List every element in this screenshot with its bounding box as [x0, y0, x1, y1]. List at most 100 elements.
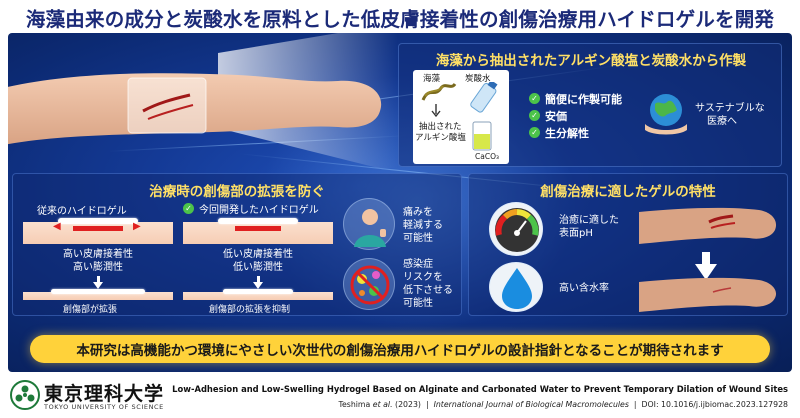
page-title: 海藻由来の成分と炭酸水を原料とした低皮膚接着性の創傷治療用ハイドロゲルを開発 — [0, 0, 800, 34]
earth-in-hands-icon — [645, 94, 687, 135]
citation-separator: | — [425, 400, 429, 409]
gel-layer — [223, 289, 293, 294]
university-name-en: TOKYO UNIVERSITY OF SCIENCE — [44, 403, 164, 411]
developed-label-row: ✓ 今回開発したハイドロゲル — [183, 201, 319, 216]
arm-illustration — [8, 33, 398, 168]
sustainable-line: 医療へ — [707, 116, 737, 127]
expand-arrow-left: ◀ — [53, 221, 61, 232]
ph-gauge-icon — [489, 202, 543, 256]
benefit-line: 可能性 — [403, 233, 433, 244]
water-content-text: 高い含水率 — [559, 283, 609, 294]
citation-journal: International Journal of Biological Macr… — [433, 400, 629, 409]
main-panel: 海藻から抽出されたアルギン酸塩と炭酸水から作製 — [8, 33, 792, 372]
water-bottle-icon — [470, 82, 498, 113]
prop-text: 高い膨潤性 — [73, 262, 123, 273]
prevention-section: 治療時の創傷部の拡張を防ぐ 従来のハイドロゲル ◀ ▶ 高い皮膚接着性 高い膨潤… — [12, 173, 462, 316]
benefit-line: 痛みを — [403, 207, 433, 218]
alginate-label-line1: 抽出された — [419, 122, 462, 132]
down-arrow — [93, 282, 103, 289]
down-arrow-stem — [97, 276, 100, 282]
developed-result: 創傷部の拡張を抑制 — [209, 305, 291, 315]
bacteria-icon — [343, 258, 395, 310]
caco3-label: CaCO₃ — [475, 152, 499, 161]
benefit-pain: 痛みを 軽減する 可能性 — [403, 206, 443, 245]
prevention-heading: 治療時の創傷部の拡張を防ぐ — [149, 184, 325, 200]
gel-layer — [218, 218, 298, 224]
citation-doi: DOI: 10.1016/j.ijbiomac.2023.127928 — [641, 400, 789, 409]
conclusion-banner: 本研究は高機能かつ環境にやさしい次世代の創傷治療用ハイドロゲルの設計指針となるこ… — [30, 335, 770, 363]
prop-text: 低い膨潤性 — [233, 262, 283, 273]
conventional-result: 創傷部が拡張 — [63, 305, 118, 315]
beaker-icon — [472, 121, 492, 151]
university-logo: 東京理科大学 TOKYO UNIVERSITY OF SCIENCE — [10, 378, 190, 414]
skin-block — [23, 222, 173, 244]
benefit-infection: 感染症 リスクを 低下させる 可能性 — [403, 258, 453, 310]
skin-block — [23, 292, 173, 300]
wound-layer — [73, 226, 123, 231]
prop-text: 低い皮膚接着性 — [223, 249, 293, 260]
benefit-line: 感染症 — [403, 259, 433, 270]
benefit-line: リスクを — [403, 272, 443, 283]
skin-block — [183, 222, 333, 244]
forearm-before-icon — [639, 207, 777, 244]
expand-arrow-right: ▶ — [133, 221, 141, 232]
lab-diagram: 海藻 炭酸水 抽出された アルギン酸塩 CaCO₃ — [413, 70, 509, 164]
prop-text: 高い皮膚接着性 — [63, 249, 133, 260]
feature-text: 生分解性 — [545, 126, 589, 140]
wound-mark — [142, 93, 191, 113]
paper-citation: Teshima et al. (2023) | International Jo… — [339, 400, 788, 409]
citation-et-al: et al. — [372, 400, 393, 409]
down-arrow — [253, 282, 263, 289]
seaweed-icon — [421, 82, 457, 101]
citation-authors: Teshima — [338, 400, 371, 409]
feature-item: ✓ 安価 — [529, 107, 622, 124]
check-icon: ✓ — [529, 127, 540, 138]
big-down-arrow-icon — [695, 252, 717, 280]
university-emblem — [10, 380, 40, 410]
arrow-icon — [431, 104, 441, 118]
down-arrow-stem — [257, 276, 260, 282]
arm-shape — [8, 73, 382, 145]
banner-text: 本研究は高機能かつ環境にやさしい次世代の創傷治療用ハイドロゲルの設計指針となるこ… — [76, 343, 724, 359]
feature-line: 表面pH — [559, 228, 593, 239]
conventional-label: 従来のハイドロゲル — [37, 206, 127, 217]
citation-year: (2023) — [395, 400, 421, 409]
conventional-props: 高い皮膚接着性 高い膨潤性 — [23, 248, 173, 274]
wound-mark — [147, 104, 194, 120]
water-drop-icon — [489, 262, 543, 312]
citation-separator: | — [633, 400, 637, 409]
feature-line: 治癒に適した — [559, 215, 619, 226]
person-icon — [343, 198, 395, 250]
feature-list: ✓ 簡便に作製可能 ✓ 安価 ✓ 生分解性 — [529, 90, 622, 141]
check-icon: ✓ — [529, 110, 540, 121]
seaweed-label: 海藻 — [423, 74, 441, 84]
check-icon: ✓ — [183, 203, 194, 214]
gel-layer — [58, 218, 138, 224]
developed-props: 低い皮膚接着性 低い膨潤性 — [183, 248, 333, 274]
gel-patch — [127, 77, 207, 134]
sustainable-text: サステナブルな 医療へ — [695, 102, 765, 128]
alginate-label-line2: アルギン酸塩 — [415, 133, 466, 143]
forearm-after-icon — [639, 277, 777, 312]
gel-layer — [51, 289, 145, 294]
ph-feature-text: 治癒に適した 表面pH — [559, 214, 619, 240]
gel-properties-section: 創傷治療に適したゲルの特性 治癒に適した 表面pH — [468, 173, 788, 316]
title-text: 海藻由来の成分と炭酸水を原料とした低皮膚接着性の創傷治療用ハイドロゲルを開発 — [25, 7, 775, 31]
skin-block — [183, 292, 333, 300]
materials-heading: 海藻から抽出されたアルギン酸塩と炭酸水から作製 — [435, 53, 747, 69]
materials-section: 海藻から抽出されたアルギン酸塩と炭酸水から作製 — [398, 43, 782, 167]
feature-item: ✓ 簡便に作製可能 — [529, 90, 622, 107]
check-icon: ✓ — [529, 93, 540, 104]
wound-layer — [235, 226, 281, 231]
benefit-line: 可能性 — [403, 298, 433, 309]
sustainable-line: サステナブルな — [695, 103, 765, 114]
benefit-line: 軽減する — [403, 220, 443, 231]
gel-properties-heading: 創傷治療に適したゲルの特性 — [540, 184, 716, 200]
paper-title: Low-Adhesion and Low-Swelling Hydrogel B… — [172, 384, 788, 394]
university-name-jp: 東京理科大学 — [44, 383, 165, 405]
carbonated-water-label: 炭酸水 — [465, 74, 491, 84]
benefit-line: 低下させる — [403, 285, 453, 296]
developed-label: 今回開発したハイドロゲル — [199, 205, 319, 216]
feature-item: ✓ 生分解性 — [529, 124, 622, 141]
